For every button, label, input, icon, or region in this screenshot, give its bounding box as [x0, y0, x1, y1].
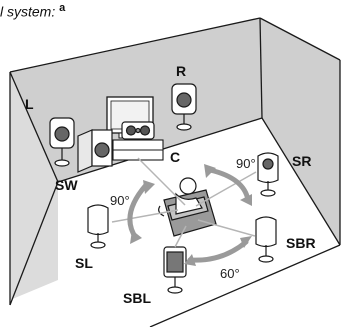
angle-left-label: 90°	[110, 193, 130, 208]
angle-arrowheads	[130, 164, 252, 266]
label-l: L	[25, 96, 34, 112]
label-r: R	[176, 63, 186, 79]
caption: l system: a	[0, 2, 65, 20]
label-sw: SW	[55, 177, 78, 193]
surround-left-speaker-icon	[87, 204, 109, 249]
right-wall	[260, 18, 340, 245]
listening-lines	[111, 157, 257, 248]
surround-right-speaker-icon	[257, 152, 279, 197]
caption-text: l system:	[0, 3, 56, 20]
label-sl: SL	[75, 255, 93, 271]
angle-back-label: 60°	[220, 266, 240, 281]
left-wall	[10, 72, 58, 300]
center-speaker-icon	[121, 121, 155, 140]
subwoofer-icon	[77, 129, 113, 173]
label-sr: SR	[292, 153, 311, 169]
label-c: C	[170, 149, 180, 165]
angle-right-label: 90°	[236, 156, 256, 171]
label-sbl: SBL	[123, 290, 151, 306]
av-rack-icon	[112, 139, 164, 161]
surround-back-right-speaker-icon	[255, 216, 277, 263]
caption-superscript: a	[59, 2, 66, 14]
surround-back-left-speaker-icon	[163, 246, 187, 294]
left-speaker-icon	[49, 117, 75, 167]
label-sbr: SBR	[286, 235, 316, 251]
right-speaker-icon	[171, 83, 197, 131]
